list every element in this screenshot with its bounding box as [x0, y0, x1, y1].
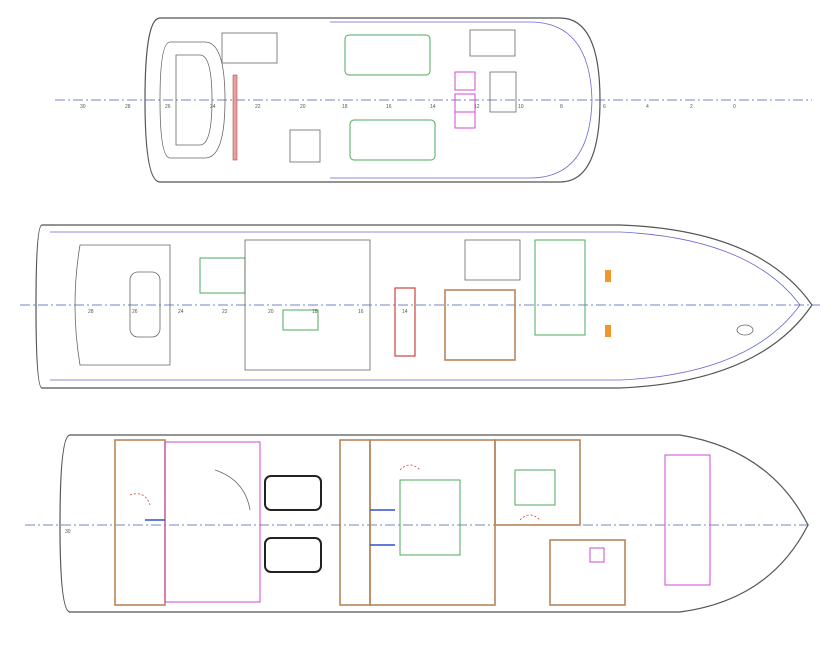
- main-deck-plan: 28 26 24 22 20 18 16 14: [20, 224, 820, 389]
- frame-label: 30: [65, 529, 71, 535]
- engine: [264, 537, 322, 573]
- frame-label: 12: [474, 104, 480, 110]
- tender-inner: [175, 54, 213, 146]
- galley: [444, 289, 516, 361]
- stairs: [221, 32, 278, 64]
- frame-label: 0: [733, 104, 736, 110]
- orange-mark: [605, 270, 611, 282]
- frame-label: 24: [210, 104, 216, 110]
- dining-table: [349, 119, 436, 161]
- frame-label: 28: [88, 309, 94, 315]
- frame-label: 16: [358, 309, 364, 315]
- helm-console: [489, 71, 517, 113]
- frame-label: 8: [560, 104, 563, 110]
- spiral-stair: [214, 469, 251, 511]
- guest-cabin: [549, 539, 626, 606]
- fixture: [589, 547, 605, 563]
- lower-deck-hull: [59, 434, 809, 613]
- frame-label: 30: [80, 104, 86, 110]
- helm-seat: [454, 71, 476, 91]
- frame-label: 24: [178, 309, 184, 315]
- frame-label: 6: [603, 104, 606, 110]
- frame-label: 22: [222, 309, 228, 315]
- bar-counter: [344, 34, 431, 76]
- crane: [232, 74, 238, 161]
- frame-label: 28: [125, 104, 131, 110]
- frame-label: 26: [132, 309, 138, 315]
- sun-deck-frame-labels: 30 28 26 24 22 20 18 16 14 12 10 8 6 4 2…: [80, 104, 736, 110]
- helm-seat: [454, 111, 476, 129]
- frame-label: 20: [268, 309, 274, 315]
- sunpad: [469, 29, 516, 57]
- frame-label: 14: [430, 104, 436, 110]
- locker: [289, 129, 321, 163]
- lower-deck-plan: 30: [25, 434, 812, 613]
- salon: [244, 239, 371, 371]
- forward-cabin: [664, 454, 711, 586]
- sun-deck-plan: 30 28 26 24 22 20 18 16 14 12 10 8 6 4 2…: [55, 17, 812, 183]
- hatch: [736, 324, 754, 336]
- frame-label: 18: [342, 104, 348, 110]
- frame-label: 10: [518, 104, 524, 110]
- aft-sofa: [129, 271, 161, 338]
- frame-label: 18: [312, 309, 318, 315]
- door-swings: [129, 464, 541, 521]
- frame-label: 4: [646, 104, 649, 110]
- vip-cabin: [494, 439, 581, 526]
- dining-table: [394, 287, 416, 357]
- aft-deck: [74, 244, 171, 366]
- frame-label: 26: [165, 104, 171, 110]
- frame-label: 20: [300, 104, 306, 110]
- master-bed: [399, 479, 461, 556]
- vip-bed: [514, 469, 556, 506]
- frame-label: 2: [690, 104, 693, 110]
- coffee-table: [282, 309, 319, 331]
- sun-deck-hull: [144, 17, 601, 183]
- guest-cabins-aft: [164, 441, 261, 603]
- tender: [159, 41, 226, 159]
- frame-label: 16: [386, 104, 392, 110]
- orange-mark: [605, 325, 611, 337]
- stairs-forward: [464, 239, 521, 281]
- engine: [264, 475, 322, 511]
- wheelhouse: [534, 239, 586, 336]
- main-deck-hull: [35, 224, 813, 389]
- frame-label: 14: [402, 309, 408, 315]
- frame-label: 22: [255, 104, 261, 110]
